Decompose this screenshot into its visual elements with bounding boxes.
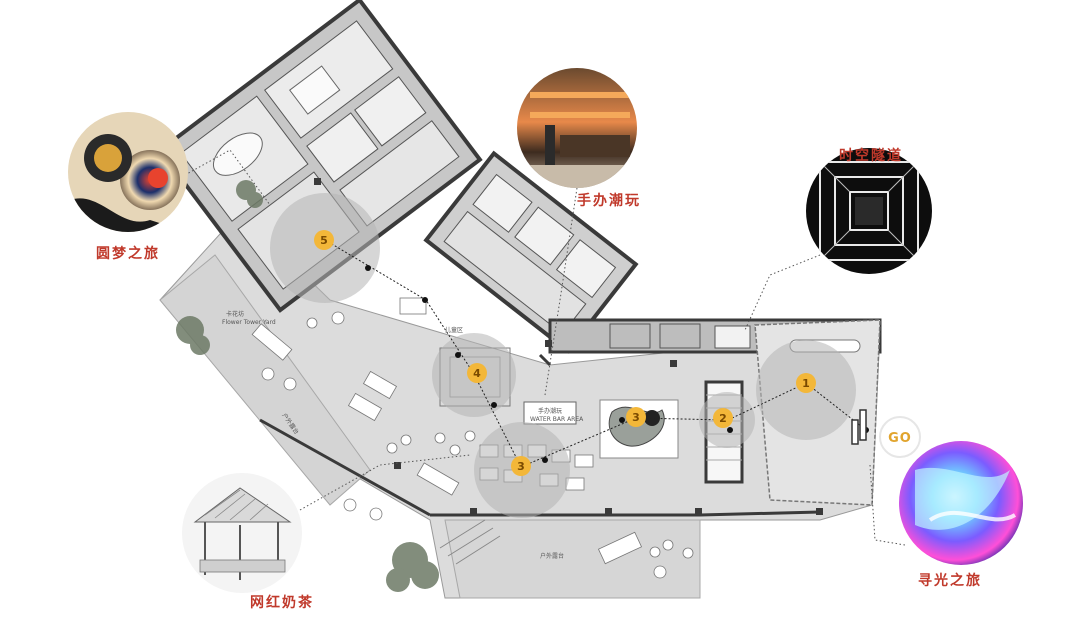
light-photo (899, 441, 1023, 565)
label-figures: 手办潮玩 (577, 192, 641, 209)
kids-label: 儿童区 (445, 326, 463, 334)
svg-text:3: 3 (632, 411, 640, 424)
outdoor-bottom-label: 户外露台 (540, 552, 564, 560)
label-milk-tea: 网红奶茶 (250, 594, 314, 611)
leader-lines (184, 149, 906, 546)
garden-label: 卡花坊 (226, 310, 244, 318)
tunnel-photo (806, 148, 932, 274)
svg-text:4: 4 (473, 367, 481, 380)
label-tunnel: 时空隧道 (839, 147, 903, 164)
dream-photo (68, 112, 188, 232)
tour-path (324, 239, 867, 468)
svg-text:2: 2 (719, 412, 727, 425)
entrance (851, 409, 867, 445)
garden-en-label: Flower Tower Yard (222, 319, 276, 326)
label-dream: 圆梦之旅 (96, 245, 160, 262)
svg-text:5: 5 (320, 234, 328, 247)
marker-5: 5 (314, 230, 334, 250)
label-light: 寻光之旅 (918, 572, 982, 589)
figures-photo (517, 68, 637, 188)
marker-3a: 3 (626, 407, 646, 427)
marker-3b: 3 (511, 456, 531, 476)
markers: 1 2 3 3 4 5 (314, 230, 816, 476)
go-label: GO (888, 431, 912, 446)
pavilion-photo (182, 473, 302, 593)
go-badge[interactable]: GO (879, 416, 921, 458)
desk-en-label: WATER BAR AREA (530, 416, 584, 423)
svg-text:1: 1 (802, 377, 810, 390)
marker-4: 4 (467, 363, 487, 383)
floor-plan: 卡花坊 Flower Tower Yard 户外露台 户外露台 手办潮玩 WAT… (157, 0, 882, 599)
svg-text:3: 3 (517, 460, 525, 473)
marker-2: 2 (713, 408, 733, 428)
desk-label: 手办潮玩 (538, 407, 562, 415)
marker-1: 1 (796, 373, 816, 393)
